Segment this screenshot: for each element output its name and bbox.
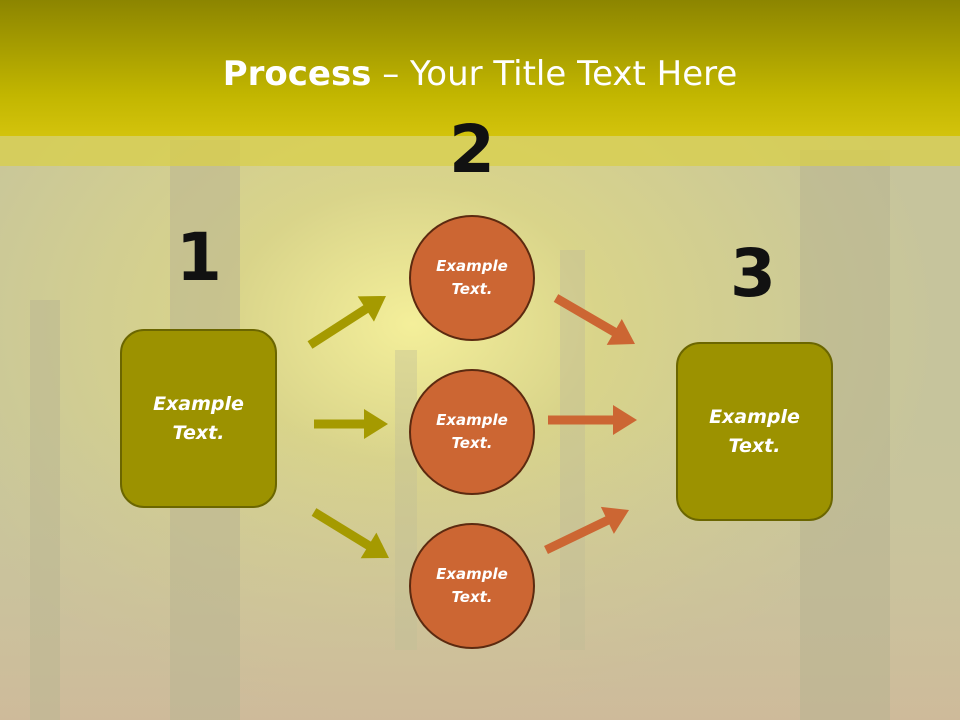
step-number-3: 3: [730, 235, 776, 312]
arrow-right-down: [553, 294, 635, 345]
step-1-box[interactable]: Example Text.: [120, 329, 277, 508]
arrow-left-middle: [314, 409, 388, 439]
circle-top[interactable]: Example Text.: [409, 215, 535, 341]
arrow-right-up: [544, 506, 629, 555]
arrow-left-up: [307, 296, 386, 349]
step-3-box[interactable]: Example Text.: [676, 342, 833, 521]
arrow-right-middle: [548, 405, 637, 435]
title-rest: – Your Title Text Here: [371, 54, 738, 94]
step-3-label: Example Text.: [709, 405, 800, 457]
circle-bottom[interactable]: Example Text.: [409, 523, 535, 649]
circle-middle-label: Example Text.: [436, 411, 508, 452]
circle-top-label: Example Text.: [436, 257, 508, 298]
step-1-label: Example Text.: [153, 392, 244, 444]
step-number-1: 1: [176, 219, 222, 296]
circle-bottom-label: Example Text.: [436, 565, 508, 606]
arrow-left-down: [311, 508, 389, 559]
step-number-2: 2: [449, 111, 495, 188]
circle-middle[interactable]: Example Text.: [409, 369, 535, 495]
slide-title: Process – Your Title Text Here: [0, 52, 960, 96]
title-bold: Process: [222, 54, 372, 94]
